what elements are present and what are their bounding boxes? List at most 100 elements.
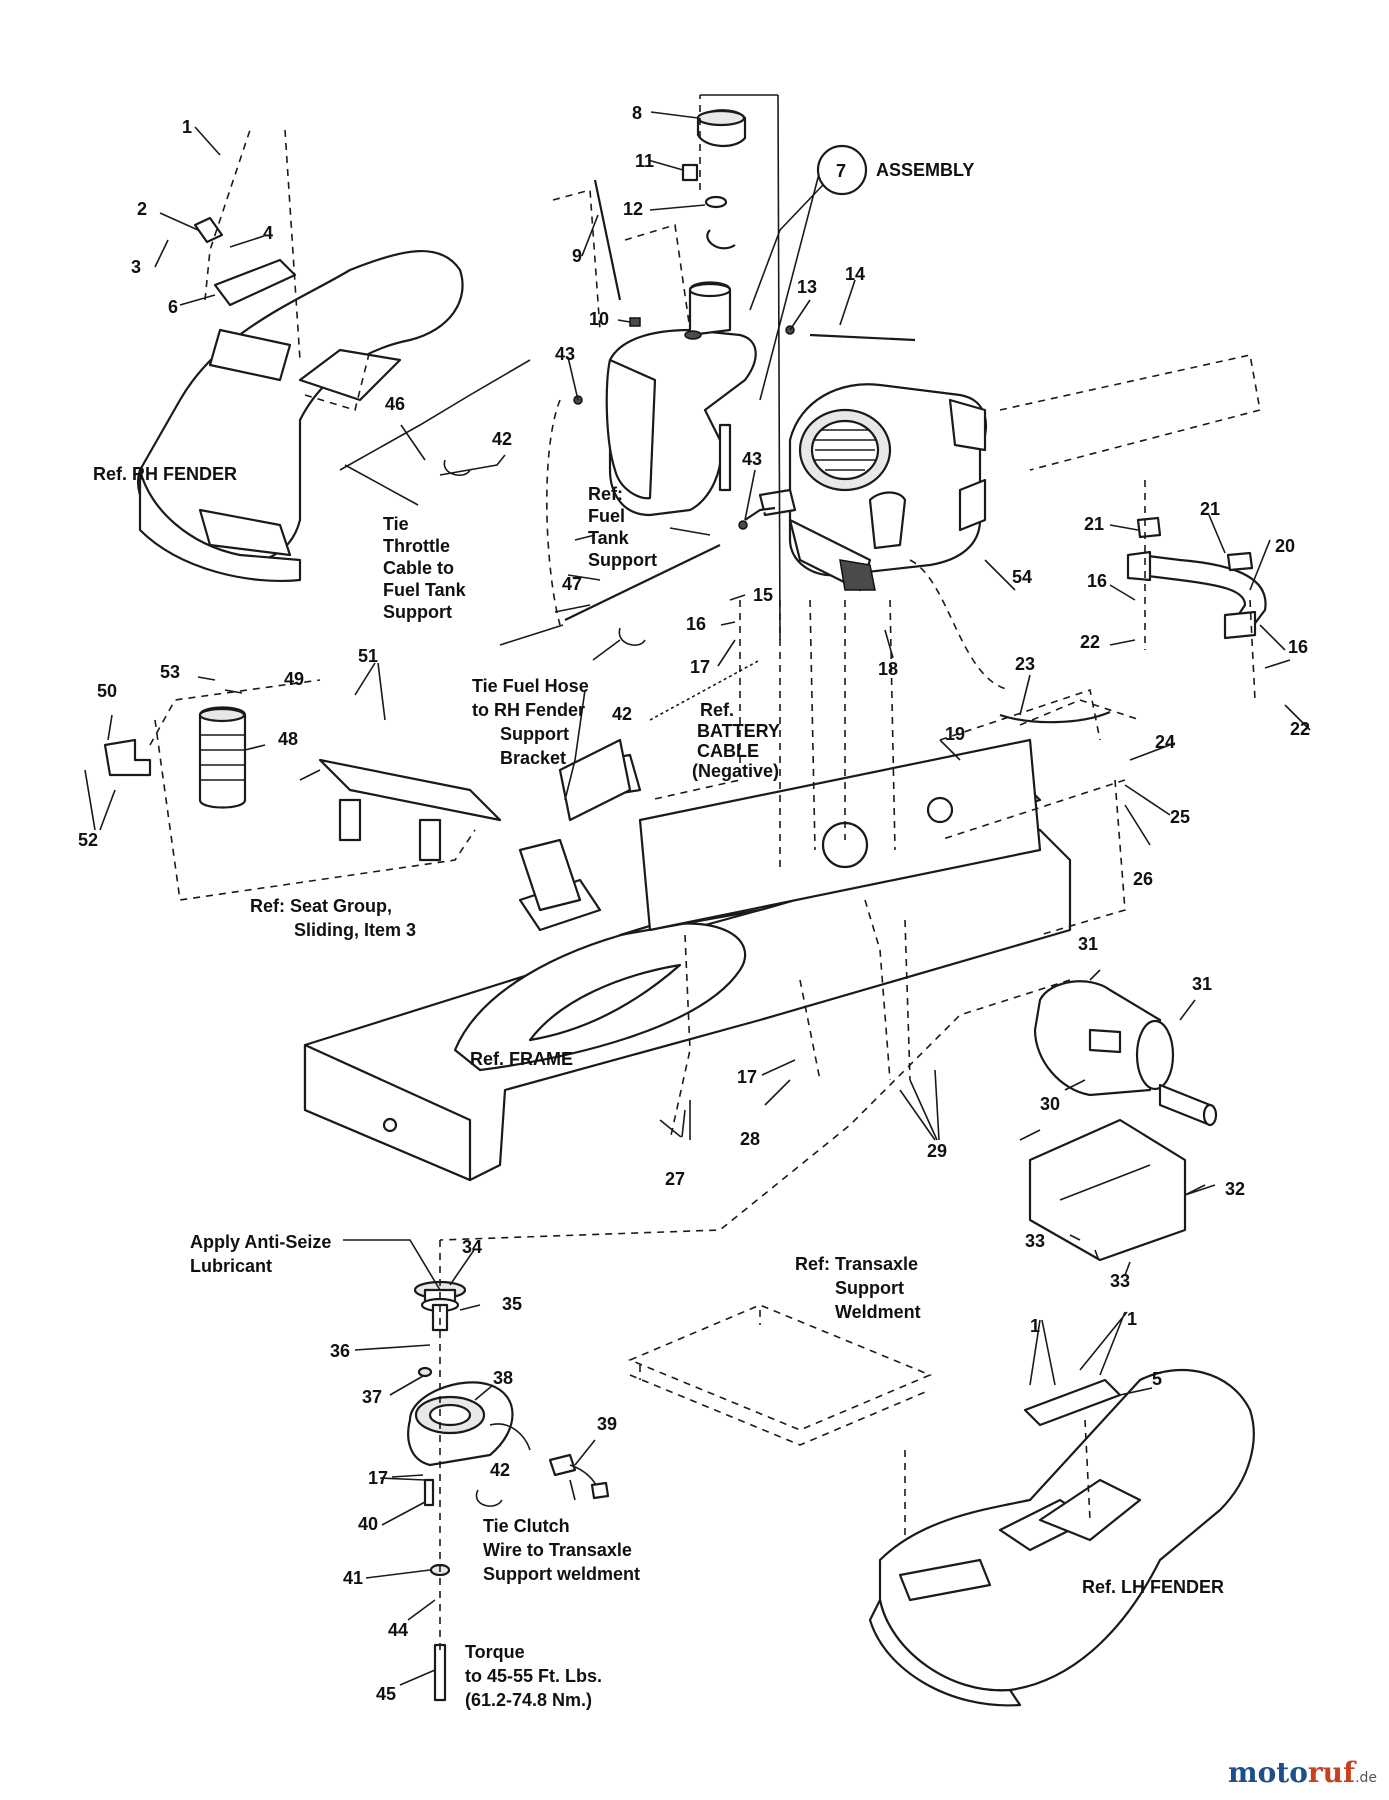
callout-34: 34 bbox=[462, 1237, 482, 1257]
callout-48: 48 bbox=[278, 729, 298, 749]
callout-36: 36 bbox=[330, 1341, 350, 1361]
callout-27: 27 bbox=[665, 1169, 685, 1189]
watermark-part1: moto bbox=[1228, 1756, 1308, 1789]
callout-33a: 33 bbox=[1025, 1231, 1045, 1251]
label-tie-fuel-hose-4: Bracket bbox=[500, 748, 566, 768]
callout-43b: 43 bbox=[742, 449, 762, 469]
label-tie-throttle-1: Tie bbox=[383, 514, 409, 534]
callout-33b: 33 bbox=[1110, 1271, 1130, 1291]
callout-11: 11 bbox=[635, 151, 654, 171]
heat-shield bbox=[1028, 1118, 1187, 1262]
gasket-right bbox=[1226, 551, 1254, 572]
label-torque-3: (61.2-74.8 Nm.) bbox=[465, 1690, 592, 1710]
label-battery-2: BATTERY bbox=[697, 721, 780, 741]
leader-lines bbox=[84, 94, 1311, 1686]
callout-22b: 22 bbox=[1290, 719, 1310, 739]
label-battery-3: CABLE bbox=[697, 741, 759, 761]
washer-37 bbox=[417, 1366, 433, 1378]
annotation-labels: ASSEMBLY Ref. RH FENDER Ref. LH FENDER R… bbox=[93, 160, 1224, 1710]
callout-53: 53 bbox=[160, 662, 180, 682]
callout-22a: 22 bbox=[1080, 632, 1100, 652]
battery-cable bbox=[649, 659, 761, 721]
callout-23: 23 bbox=[1015, 654, 1035, 674]
label-assembly: ASSEMBLY bbox=[876, 160, 974, 180]
callout-2: 2 bbox=[137, 199, 147, 219]
callout-17c: 17 bbox=[368, 1468, 388, 1488]
clip-2 bbox=[193, 216, 224, 244]
callout-16b: 16 bbox=[1087, 571, 1107, 591]
label-seat-group-1: Ref: Seat Group, bbox=[250, 896, 392, 916]
callout-38: 38 bbox=[493, 1368, 513, 1388]
label-fuel-tank-3: Tank bbox=[588, 528, 630, 548]
callout-4: 4 bbox=[263, 223, 273, 243]
callout-5: 5 bbox=[1152, 1369, 1162, 1389]
label-tie-fuel-hose-1: Tie Fuel Hose bbox=[472, 676, 589, 696]
watermark-part2: ruf bbox=[1308, 1756, 1357, 1789]
callout-45: 45 bbox=[376, 1684, 396, 1704]
callout-28: 28 bbox=[740, 1129, 760, 1149]
callout-47: 47 bbox=[562, 574, 582, 594]
callout-1a: 1 bbox=[182, 117, 192, 137]
hose bbox=[999, 710, 1111, 724]
callout-3: 3 bbox=[131, 257, 141, 277]
callout-12: 12 bbox=[623, 199, 643, 219]
gasket-left bbox=[1136, 516, 1162, 539]
label-tie-throttle-3: Cable to bbox=[383, 558, 454, 578]
callout-32: 32 bbox=[1225, 1179, 1245, 1199]
callout-41: 41 bbox=[343, 1568, 363, 1588]
callout-43a: 43 bbox=[555, 344, 575, 364]
label-transaxle-3: Weldment bbox=[835, 1302, 921, 1322]
label-tie-throttle-2: Throttle bbox=[383, 536, 450, 556]
seat-bracket bbox=[299, 758, 502, 862]
callout-8: 8 bbox=[632, 103, 642, 123]
cable-tie-2 bbox=[618, 627, 646, 646]
label-tie-clutch-1: Tie Clutch bbox=[483, 1516, 570, 1536]
label-battery-4: (Negative) bbox=[692, 761, 779, 781]
label-transaxle-2: Support bbox=[835, 1278, 904, 1298]
throttle-cable bbox=[339, 359, 531, 471]
callout-14: 14 bbox=[845, 264, 865, 284]
callout-18: 18 bbox=[878, 659, 898, 679]
callout-31b: 31 bbox=[1192, 974, 1212, 994]
label-transaxle-1: Ref: Transaxle bbox=[795, 1254, 918, 1274]
rh-fender bbox=[137, 250, 464, 583]
bracket-50 bbox=[103, 738, 152, 777]
label-tie-fuel-hose-2: to RH Fender bbox=[472, 700, 585, 720]
pto-clutch bbox=[407, 1381, 531, 1467]
label-fuel-tank-2: Fuel bbox=[588, 506, 625, 526]
callout-29: 29 bbox=[927, 1141, 947, 1161]
assembly-lines bbox=[149, 95, 1261, 1650]
label-torque-2: to 45-55 Ft. Lbs. bbox=[465, 1666, 602, 1686]
callout-46: 46 bbox=[385, 394, 405, 414]
callout-21b: 21 bbox=[1200, 499, 1220, 519]
frame-outline bbox=[303, 738, 1072, 1182]
callout-31a: 31 bbox=[1078, 934, 1098, 954]
callout-16a: 16 bbox=[686, 614, 706, 634]
callout-1c: 1 bbox=[1127, 1309, 1137, 1329]
label-seat-group-2: Sliding, Item 3 bbox=[294, 920, 416, 940]
callout-15: 15 bbox=[753, 585, 773, 605]
callout-40: 40 bbox=[358, 1514, 378, 1534]
muffler bbox=[1033, 980, 1218, 1127]
label-battery-1: Ref. bbox=[700, 700, 734, 720]
callout-numbers: 1 2 3 4 6 8 9 10 11 12 13 14 15 16 16 16… bbox=[78, 103, 1310, 1704]
callout-19: 19 bbox=[945, 724, 965, 744]
callout-25: 25 bbox=[1170, 807, 1190, 827]
callout-49: 49 bbox=[284, 669, 304, 689]
callout-26: 26 bbox=[1133, 869, 1153, 889]
callout-7: 7 bbox=[836, 161, 846, 181]
callout-10: 10 bbox=[589, 309, 609, 329]
callout-1b: 1 bbox=[1030, 1316, 1040, 1336]
callout-54: 54 bbox=[1012, 567, 1032, 587]
engine bbox=[758, 383, 988, 592]
label-tie-clutch-2: Wire to Transaxle bbox=[483, 1540, 632, 1560]
svg-text:motoruf.de: motoruf.de bbox=[1228, 1756, 1377, 1789]
watermark-suffix: .de bbox=[1355, 1770, 1377, 1786]
cable-tie-3 bbox=[475, 1489, 503, 1507]
bolt-40 bbox=[423, 1478, 435, 1507]
callout-52: 52 bbox=[78, 830, 98, 850]
label-fuel-tank-4: Support bbox=[588, 550, 657, 570]
plate-6 bbox=[213, 258, 297, 307]
callout-13: 13 bbox=[797, 277, 817, 297]
